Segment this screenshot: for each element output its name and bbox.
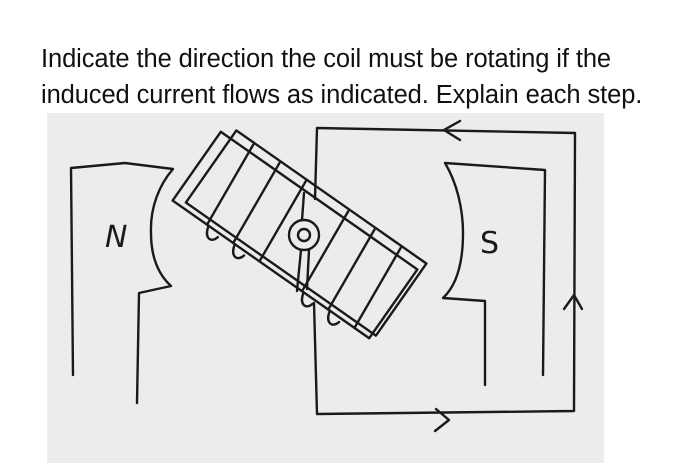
current-arrow-bottom [433,407,451,433]
south-magnet [441,161,547,387]
current-arrow-top [442,119,462,142]
diagram-svg: N S [69,119,584,433]
question-line-1: Indicate the direction the coil must be … [41,45,611,73]
question-line-2: induced current flows as indicated. Expl… [41,81,643,109]
north-magnet [69,161,175,405]
south-pole-label: S [480,226,499,261]
coil-lead-wires [295,191,311,293]
question-text: Indicate the direction the coil must be … [41,41,681,113]
current-arrow-right [562,293,584,311]
axle-center [296,227,312,243]
rotating-coil [171,129,428,340]
circuit-loop [312,126,577,416]
north-pole-label: N [105,220,127,255]
hand-drawn-diagram: N S [47,113,604,463]
coil-axle [287,218,321,252]
